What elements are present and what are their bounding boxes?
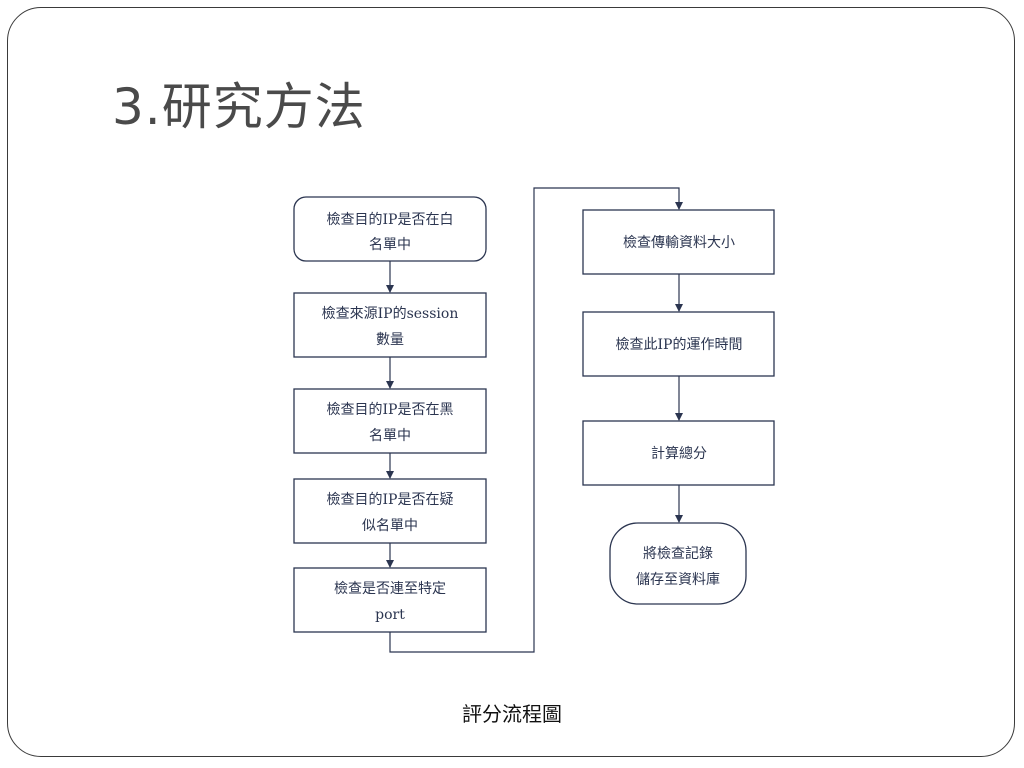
flow-node-blacklist-check: 檢查目的IP是否在黑 名單中 xyxy=(293,388,487,454)
flow-connector xyxy=(389,187,683,653)
slide-title: 3.研究方法 xyxy=(112,78,366,136)
flow-node-port-check: 檢查是否連至特定 port xyxy=(293,567,487,633)
flow-node-uptime-check: 檢查此IP的運作時間 xyxy=(582,311,775,377)
node-text-line2: 名單中 xyxy=(369,237,411,253)
node-text-line2: 似名單中 xyxy=(362,518,418,534)
node-text-line1: 計算總分 xyxy=(651,445,707,462)
node-text-line2: 數量 xyxy=(376,332,404,348)
flow-node-suspect-list-check: 檢查目的IP是否在疑 似名單中 xyxy=(293,478,487,544)
flow-node-whitelist-check: 檢查目的IP是否在白 名單中 xyxy=(293,196,487,262)
slide-frame xyxy=(7,7,1015,757)
flow-node-save-to-database: 將檢查記錄 儲存至資料庫 xyxy=(609,522,747,605)
flow-node-total-score: 計算總分 xyxy=(582,420,775,486)
node-text-line1: 檢查來源IP的session xyxy=(322,305,459,322)
node-text-line1: 檢查目的IP是否在白 xyxy=(327,211,454,228)
flow-node-transfer-size-check: 檢查傳輸資料大小 xyxy=(582,209,775,275)
node-text-line1: 檢查是否連至特定 xyxy=(334,580,446,597)
node-text-line1: 將檢查記錄 xyxy=(643,545,713,562)
node-text-line1: 檢查目的IP是否在疑 xyxy=(327,491,454,508)
node-text-line2: 名單中 xyxy=(369,428,411,444)
node-text-line2: port xyxy=(375,607,405,623)
node-text-line1: 檢查此IP的運作時間 xyxy=(616,336,743,353)
flow-node-session-count: 檢查來源IP的session 數量 xyxy=(293,292,487,358)
node-text-line1: 檢查傳輸資料大小 xyxy=(623,234,735,251)
node-text-line2: 儲存至資料庫 xyxy=(636,571,720,588)
node-text-line1: 檢查目的IP是否在黑 xyxy=(327,401,454,418)
figure-caption: 評分流程圖 xyxy=(462,702,562,726)
